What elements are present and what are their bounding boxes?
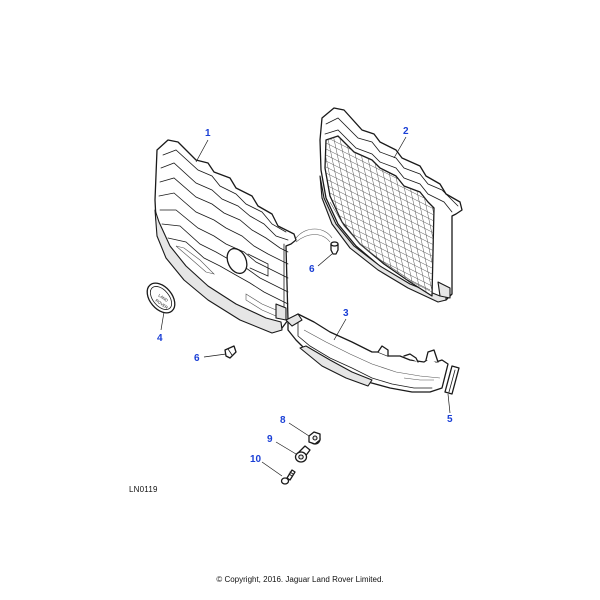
part-3-lower-spoiler[interactable]: [285, 313, 449, 393]
mesh-line: [474, 120, 514, 310]
callout-8: 8: [280, 415, 286, 426]
leader-6b: [203, 353, 227, 358]
part-10-screw[interactable]: [280, 469, 296, 485]
callout-4: 4: [157, 333, 163, 344]
mesh-line: [325, 153, 434, 235]
mesh-line: [282, 120, 322, 310]
mesh-line: [325, 147, 434, 229]
mesh-line: [325, 159, 434, 241]
leader-1: [195, 139, 209, 163]
part-4-badge[interactable]: LAND ROVER: [142, 278, 181, 318]
mesh-line: [468, 120, 508, 310]
leader-10: [261, 461, 283, 477]
copyright-notice: © Copyright, 2016. Jaguar Land Rover Lim…: [216, 575, 384, 584]
leader-9: [275, 441, 297, 455]
callout-3: 3: [343, 308, 349, 319]
mesh-line: [456, 120, 496, 310]
callout-6-upper: 6: [309, 264, 315, 275]
badge-text-line1: LAND: [157, 293, 169, 303]
callout-5: 5: [447, 414, 453, 425]
part-8-nut[interactable]: [308, 431, 321, 445]
callout-1: 1: [205, 128, 211, 139]
callout-6-lower: 6: [194, 353, 200, 364]
mesh-line: [300, 46, 460, 126]
mesh-line: [450, 120, 490, 310]
part-9-fixing[interactable]: [294, 445, 311, 463]
mesh-line: [300, 28, 460, 108]
mesh-line: [325, 141, 434, 223]
mesh-line: [300, 40, 460, 120]
leader-2: [393, 136, 407, 159]
diagram-reference-code: LN0119: [129, 485, 158, 494]
callout-9: 9: [267, 434, 273, 445]
part-1-front-grille[interactable]: [154, 139, 297, 334]
mesh-line: [300, 34, 460, 114]
leader-lines: [160, 136, 451, 477]
leader-5: [447, 393, 451, 414]
leader-8: [288, 422, 310, 437]
leader-3: [333, 318, 347, 341]
part-5-trim-strip[interactable]: [444, 365, 460, 395]
callout-2: 2: [403, 126, 409, 137]
part-6-clip-lower[interactable]: [224, 345, 237, 359]
callout-10: 10: [250, 454, 262, 465]
mesh-line: [462, 120, 502, 310]
part-6-clip-upper[interactable]: [295, 228, 339, 255]
leader-4: [160, 311, 165, 331]
leader-6a: [317, 253, 333, 267]
